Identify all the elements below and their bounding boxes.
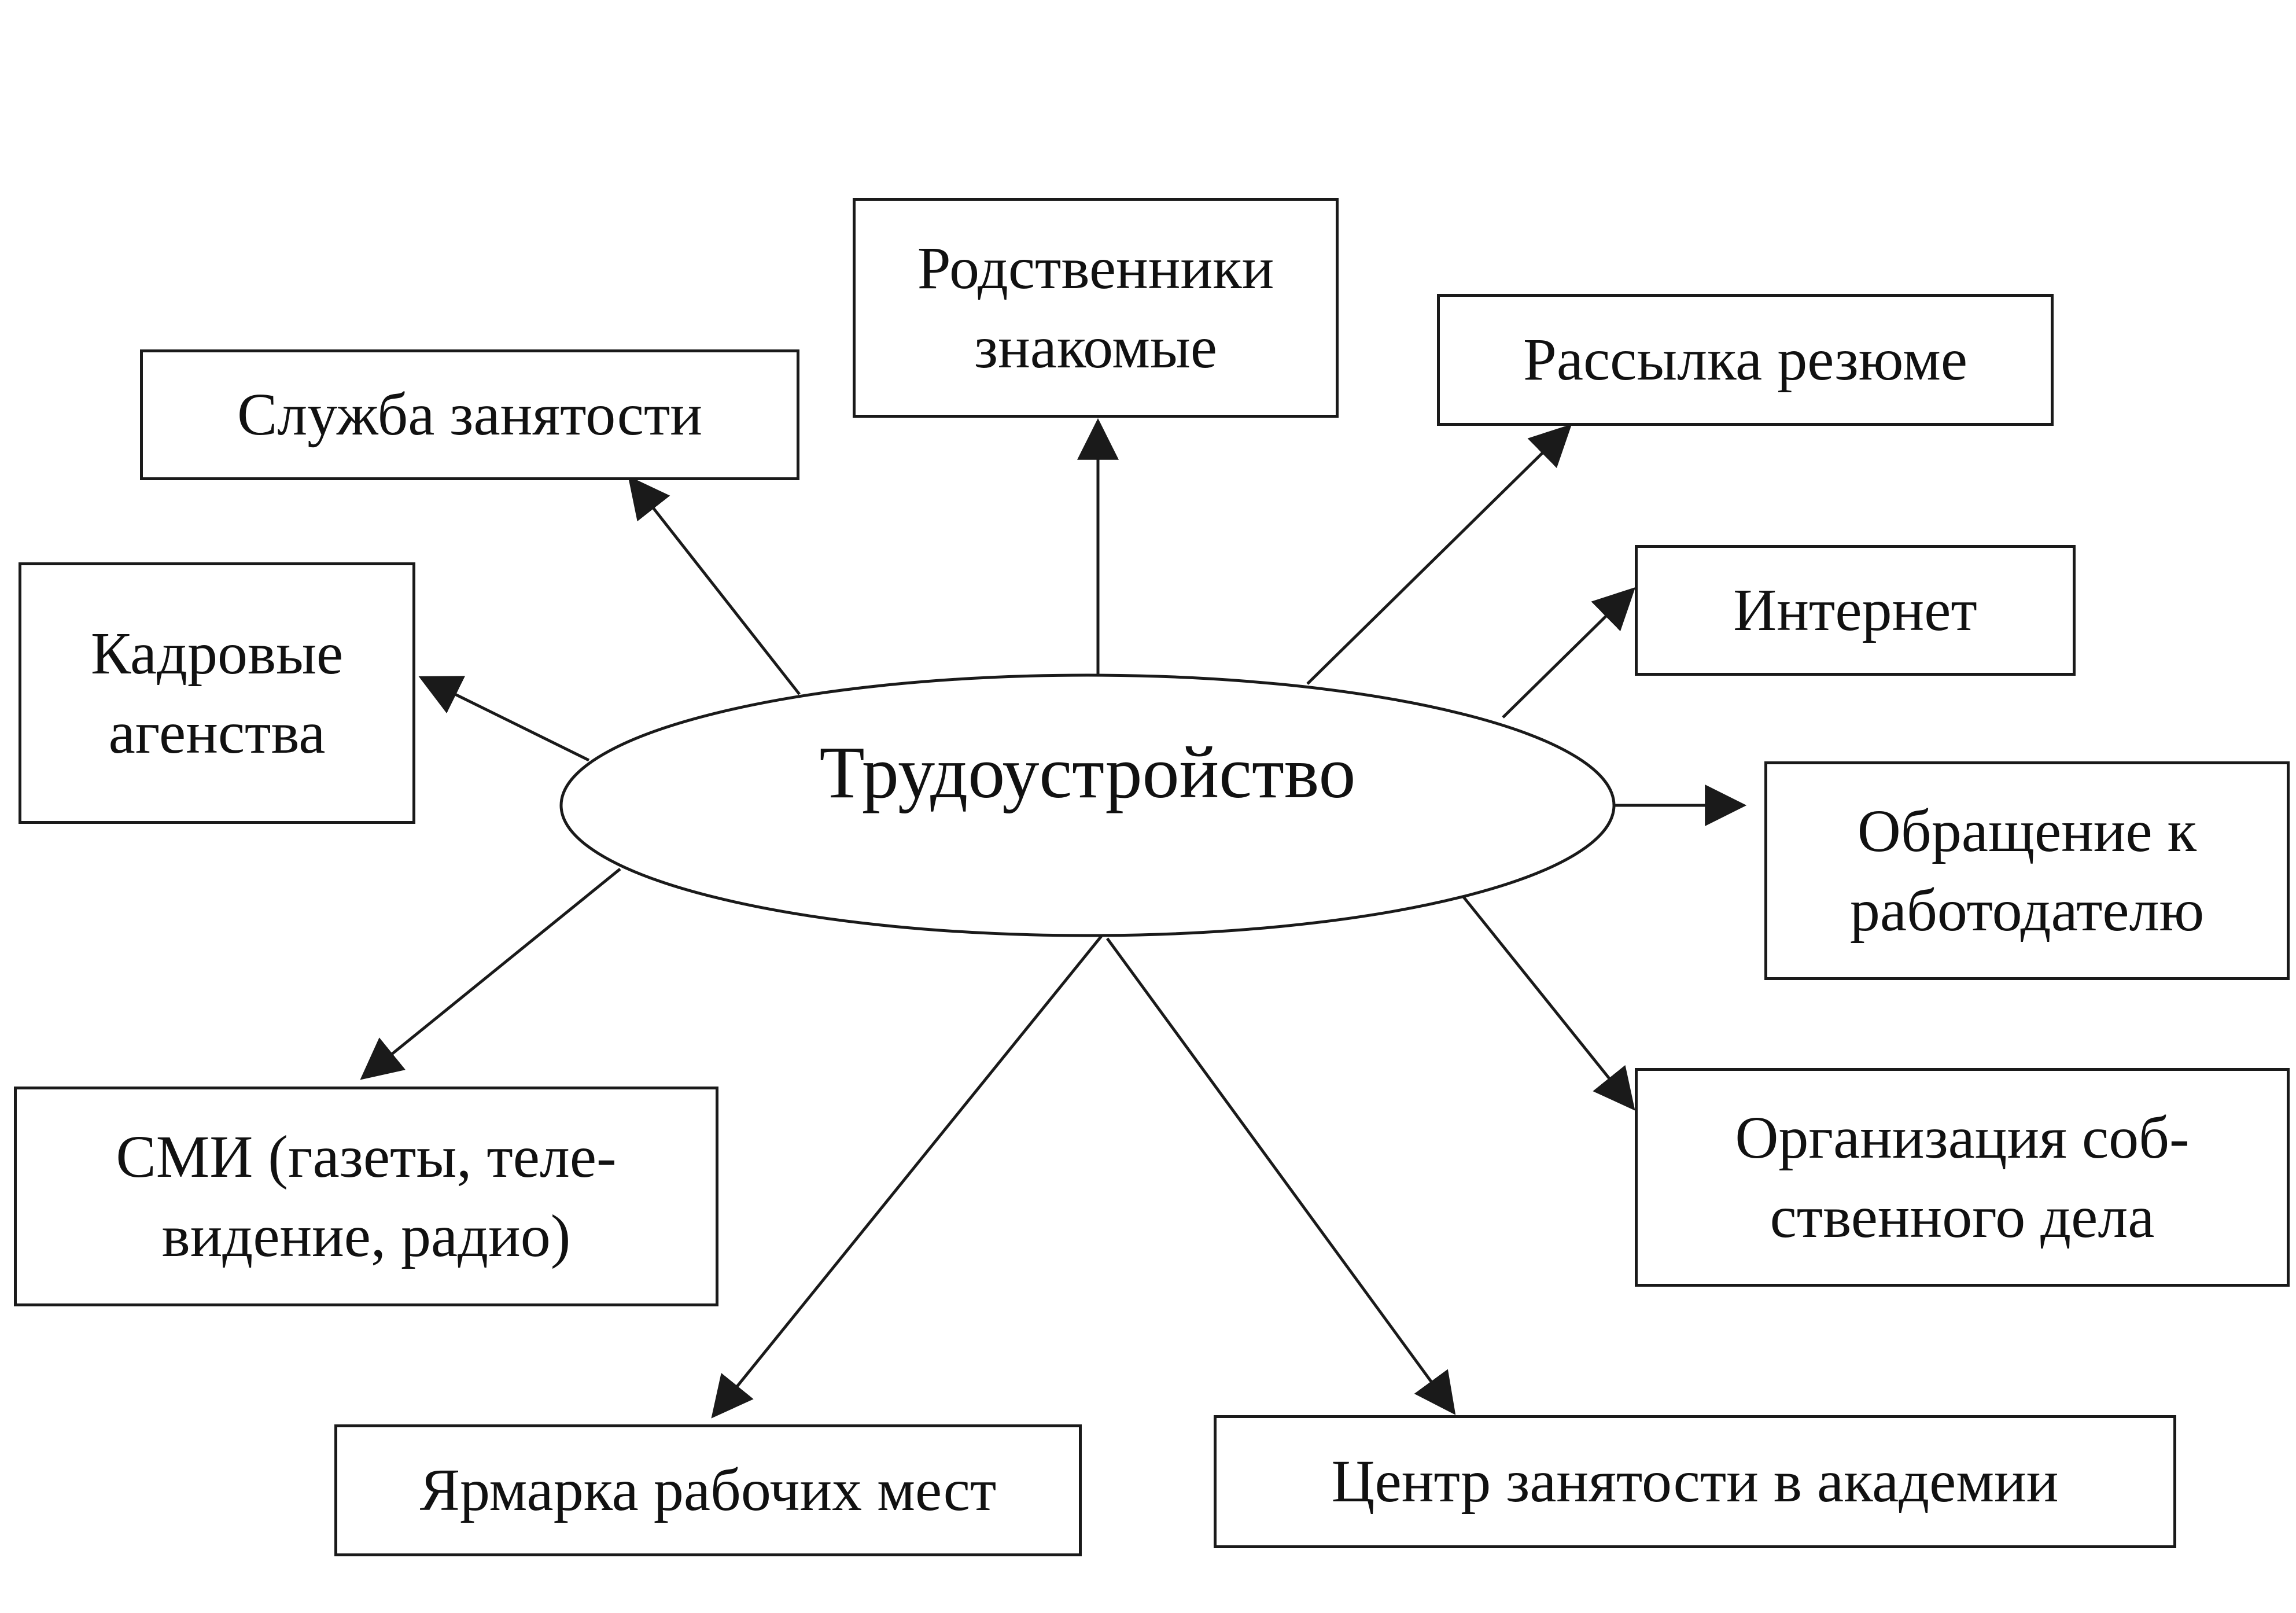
node-own-business: Организация соб- ственного дела [1635,1068,2290,1287]
node-recruiting-agencies-line-1: Кадровые [90,620,344,687]
node-own-business-line-2: ственного дела [1770,1184,2155,1250]
node-academy-center: Центр занятости в академии [1214,1415,2176,1548]
node-mass-media-line-2: видение, радио) [161,1203,571,1269]
node-resume-mailing: Рассылка резюме [1437,294,2054,426]
arrow-to-own-business [1461,894,1635,1111]
arrow-to-job-fair [711,935,1103,1419]
center-label: Трудоустройство [819,731,1356,813]
center-ellipse [559,673,1616,937]
node-relatives-line-2: знакомые [974,314,1217,381]
node-relatives: Родственники знакомые [853,198,1339,418]
arrow-to-internet [1502,587,1636,719]
node-employer-appeal-line-2: работодателю [1849,877,2205,944]
node-employment-service: Служба занятости [140,349,799,480]
node-own-business-line-1: Организация соб- [1735,1104,2190,1171]
node-employer-appeal-line-1: Обращение к [1857,797,2197,864]
node-employment-service-line-1: Служба занятости [237,381,703,448]
arrow-to-mass-media [360,868,621,1080]
node-employer-appeal: Обращение к работодателю [1764,761,2290,980]
node-resume-mailing-line-1: Рассылка резюме [1523,326,1967,393]
arrow-to-academy-center [1105,937,1456,1415]
node-recruiting-agencies-line-2: агенства [108,699,326,766]
node-mass-media: СМИ (газеты, теле- видение, радио) [14,1087,718,1306]
arrow-to-employment-service [628,476,801,695]
node-academy-center-line-1: Центр занятости в академии [1331,1448,2059,1515]
node-relatives-line-1: Родственники [917,234,1274,301]
node-recruiting-agencies: Кадровые агенства [19,562,415,824]
arrow-to-recruiting-agencies [418,676,590,762]
node-internet-line-1: Интернет [1733,577,1977,644]
node-job-fair-line-1: Ярмарка рабочих мест [419,1457,997,1524]
node-mass-media-line-1: СМИ (газеты, теле- [116,1123,617,1190]
node-job-fair: Ярмарка рабочих мест [334,1424,1082,1556]
node-internet: Интернет [1635,545,2076,676]
arrow-to-resume-mailing [1306,423,1572,685]
